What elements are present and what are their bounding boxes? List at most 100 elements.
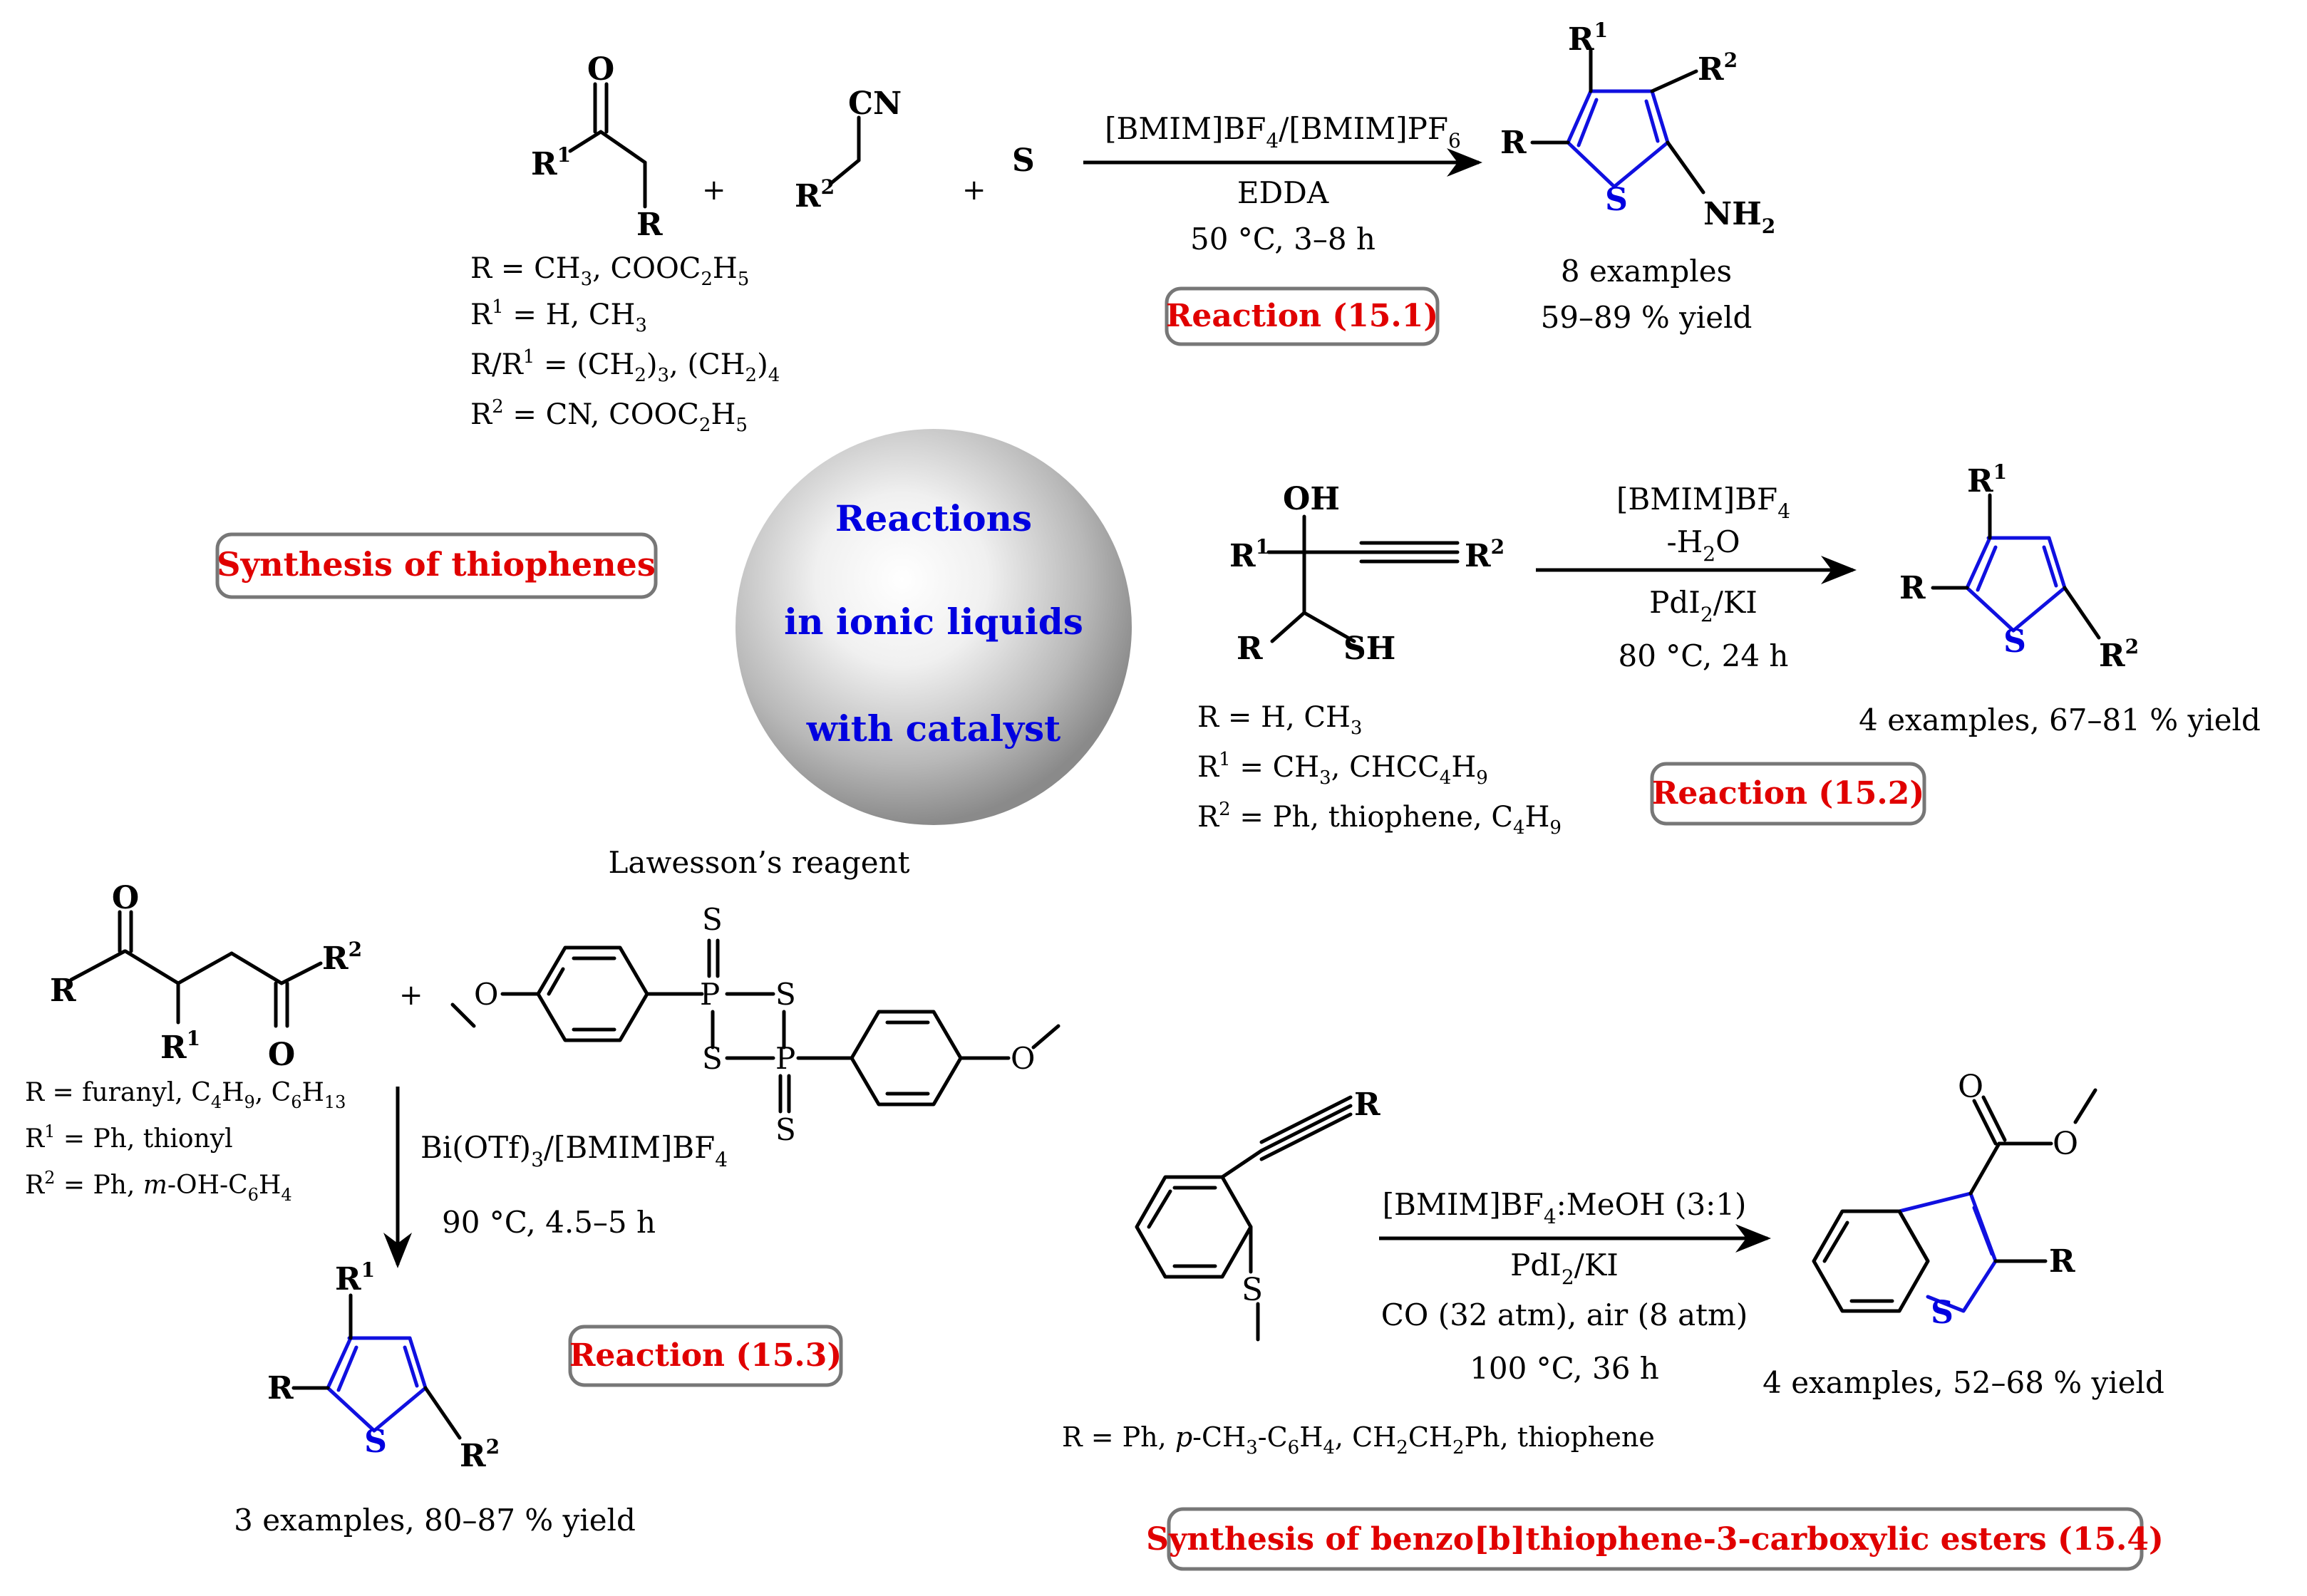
r3-substituent-2: R1 = Ph, thionyl <box>25 1121 233 1154</box>
svg-text:R: R <box>1500 125 1527 161</box>
svg-text:S: S <box>1242 1272 1263 1308</box>
svg-text:SH: SH <box>1343 631 1395 667</box>
svg-text:S: S <box>702 1041 723 1076</box>
svg-text:R1: R1 <box>160 1027 200 1066</box>
center-text-1: Reactions <box>835 497 1032 539</box>
r3-condition-1: Bi(OTf)3/[BMIM]BF4 <box>420 1130 728 1171</box>
svg-text:R2: R2 <box>322 938 362 977</box>
r1-result-1: 8 examples <box>1561 254 1732 289</box>
reaction-15-2: OH R1 R2 R SH [BMIM]BF4 -H2O PdI2/KI 80 … <box>1197 460 2261 839</box>
svg-text:R: R <box>1354 1087 1380 1123</box>
synthesis-thiophenes-label: Synthesis of thiophenes <box>217 545 655 584</box>
svg-text:+: + <box>399 979 423 1012</box>
svg-text:R: R <box>2049 1243 2075 1280</box>
reaction-15-3-label: Reaction (15.3) <box>569 1337 842 1374</box>
r2-condition-3: PdI2/KI <box>1649 585 1758 626</box>
svg-text:R: R <box>1237 631 1263 667</box>
r3-substituent-1: R = furanyl, C4H9, C6H13 <box>25 1078 346 1112</box>
r4-condition-4: 100 °C, 36 h <box>1470 1351 1659 1386</box>
r3-condition-2: 90 °C, 4.5–5 h <box>442 1205 656 1240</box>
svg-text:R2: R2 <box>1465 535 1505 574</box>
r3-result: 3 examples, 80–87 % yield <box>234 1503 636 1538</box>
r2-condition-4: 80 °C, 24 h <box>1619 638 1789 673</box>
svg-text:R1: R1 <box>531 143 571 182</box>
svg-text:R: R <box>50 973 76 1009</box>
r2-condition-1: [BMIM]BF4 <box>1616 482 1790 523</box>
r2-substituent-2: R1 = CH3, CHCC4H9 <box>1197 749 1488 789</box>
svg-text:R2: R2 <box>2099 635 2139 674</box>
r3-substituent-3: R2 = Ph, m-OH-C6H4 <box>25 1168 292 1205</box>
r1-substituent-1: R = CH3, COOC2H5 <box>470 252 749 290</box>
aminothiophene-product: S R1 R2 R NH2 <box>1500 19 1775 238</box>
r4-condition-2: PdI2/KI <box>1510 1248 1619 1289</box>
svg-text:+: + <box>962 174 986 207</box>
svg-text:S: S <box>364 1424 387 1460</box>
diketone-reactant: O R R1 O R2 <box>50 880 362 1073</box>
svg-text:NH2: NH2 <box>1703 196 1775 238</box>
svg-text:O: O <box>2053 1126 2078 1162</box>
reaction-15-4: R S [BMIM]BF4:MeOH (3:1) PdI2/KI CO (32 … <box>1062 1069 2164 1571</box>
lawesson-label: Lawesson’s reagent <box>608 845 909 880</box>
reaction-15-1-label: Reaction (15.1) <box>1166 298 1438 334</box>
center-text-3: with catalyst <box>806 708 1061 750</box>
svg-text:S: S <box>702 902 723 937</box>
svg-text:R1: R1 <box>1568 19 1608 58</box>
svg-text:S: S <box>1605 182 1628 218</box>
svg-text:R: R <box>267 1370 294 1406</box>
svg-text:R2: R2 <box>460 1435 500 1474</box>
lawessons-reagent-structure: O P S S S P S O <box>450 902 1060 1147</box>
svg-text:S: S <box>775 977 796 1012</box>
r4-substituents: R = Ph, p-CH3-C6H4, CH2CH2Ph, thiophene <box>1062 1421 1655 1458</box>
thiophene-product-2: S R1 R R2 <box>1899 460 2139 674</box>
r4-condition-3: CO (32 atm), air (8 atm) <box>1381 1297 1748 1332</box>
r4-result: 4 examples, 52–68 % yield <box>1762 1365 2164 1400</box>
center-text-2: in ionic liquids <box>784 601 1083 643</box>
svg-text:P: P <box>700 977 720 1012</box>
svg-text:O: O <box>1011 1041 1035 1076</box>
r1-substituent-2: R1 = H, CH3 <box>470 296 647 336</box>
svg-text:R1: R1 <box>335 1258 375 1297</box>
svg-text:OH: OH <box>1283 481 1340 517</box>
r2-condition-2: -H2O <box>1666 524 1740 566</box>
svg-text:R: R <box>636 207 663 243</box>
svg-text:S: S <box>1931 1295 1954 1331</box>
ketone-reactant: O R1 R <box>531 51 663 243</box>
svg-text:O: O <box>587 51 614 88</box>
svg-text:O: O <box>474 977 498 1012</box>
reaction-15-1: O R1 R + CN R2 + S [BMIM]BF4/[BMIM]PF6 E… <box>470 19 1775 436</box>
r1-result-2: 59–89 % yield <box>1541 300 1753 335</box>
svg-text:+: + <box>702 174 726 207</box>
svg-text:S: S <box>1012 142 1035 179</box>
r1-condition-2: EDDA <box>1237 175 1329 210</box>
svg-text:R: R <box>1899 570 1926 606</box>
r4-condition-1: [BMIM]BF4:MeOH (3:1) <box>1383 1187 1747 1228</box>
center-sphere: Reactions in ionic liquids with catalyst <box>736 429 1132 825</box>
r1-condition-3: 50 °C, 3–8 h <box>1190 222 1376 256</box>
benzothiophene-ester-product: O O R S <box>1812 1069 2097 1331</box>
r1-condition-1: [BMIM]BF4/[BMIM]PF6 <box>1105 111 1461 152</box>
svg-text:R1: R1 <box>1229 535 1269 574</box>
r1-substituent-3: R/R1 = (CH2)3, (CH2)4 <box>470 346 780 386</box>
svg-text:R2: R2 <box>1698 48 1738 88</box>
svg-text:S: S <box>2003 623 2026 660</box>
r2-substituent-3: R2 = Ph, thiophene, C4H9 <box>1197 799 1562 839</box>
r2-result: 4 examples, 67–81 % yield <box>1859 703 2261 737</box>
r2-substituent-1: R = H, CH3 <box>1197 701 1362 739</box>
alkynol-reactant: OH R1 R2 R SH <box>1229 481 1505 667</box>
r1-substituent-4: R2 = CN, COOC2H5 <box>470 396 748 436</box>
nitrile-reactant: CN R2 <box>795 86 902 214</box>
synthesis-benzo-label: Synthesis of benzo[b]thiophene-3-carboxy… <box>1146 1521 2164 1558</box>
reaction-15-3: Lawesson’s reagent O R R1 O R2 + O <box>25 845 1060 1538</box>
svg-text:O: O <box>112 880 139 916</box>
svg-text:R2: R2 <box>795 175 835 214</box>
svg-text:CN: CN <box>848 86 902 122</box>
thiophene-product-3: S R1 R R2 <box>267 1258 500 1474</box>
svg-text:R1: R1 <box>1967 460 2007 499</box>
svg-text:S: S <box>775 1112 796 1147</box>
alkynyl-thioanisole-reactant: R S <box>1135 1087 1380 1342</box>
svg-text:P: P <box>775 1041 795 1076</box>
svg-text:O: O <box>1958 1069 1983 1105</box>
reaction-15-2-label: Reaction (15.2) <box>1652 775 1924 812</box>
svg-text:O: O <box>268 1037 295 1073</box>
